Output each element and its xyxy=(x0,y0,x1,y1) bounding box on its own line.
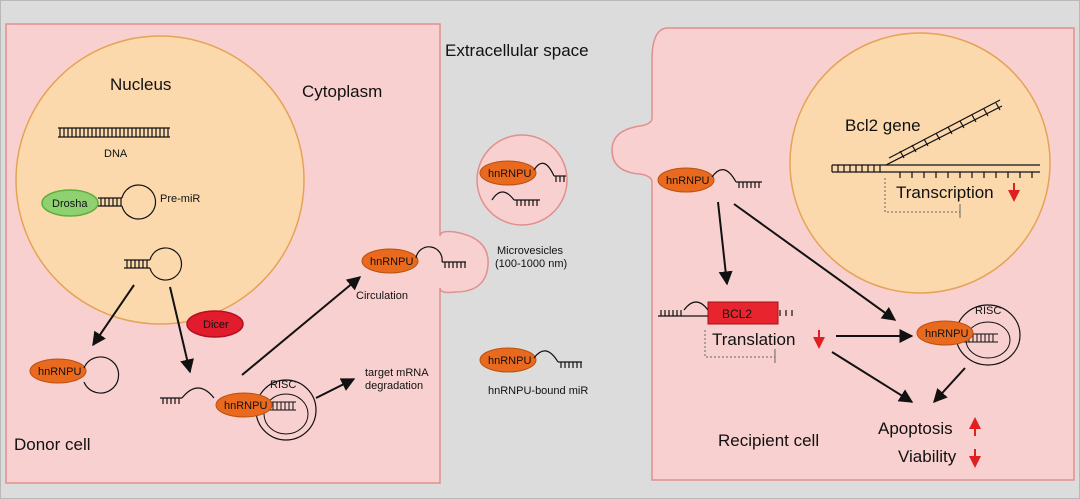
hnrnpu-label: hnRNPU xyxy=(370,256,413,268)
transcription-inhibition-line xyxy=(884,178,961,218)
dna-label: DNA xyxy=(104,148,128,160)
hnrnpu-protein-free xyxy=(479,347,537,373)
hnrnpu-label: hnRNPU xyxy=(488,168,531,180)
pre-mir-hairpin xyxy=(98,184,157,220)
recipient-cell-label: Recipient cell xyxy=(718,431,819,450)
apoptosis-label: Apoptosis xyxy=(878,419,953,438)
cytoplasm-label: Cytoplasm xyxy=(302,82,382,101)
mir-loop xyxy=(83,356,120,394)
hnrnpu-label: hnRNPU xyxy=(666,175,709,187)
dicer-label: Dicer xyxy=(203,319,229,331)
dicer-enzyme xyxy=(186,310,244,338)
microvesicles-label-2: (100-1000 nm) xyxy=(495,258,567,270)
recipient-nucleus xyxy=(789,32,1051,294)
microvesicles-label-1: Microvesicles xyxy=(497,245,564,257)
circulation-label: Circulation xyxy=(356,290,408,302)
transcription-label: Transcription xyxy=(896,183,994,202)
translation-inhibition-line xyxy=(704,330,776,363)
recipient-risc-label: RISC xyxy=(975,305,1001,317)
pre-mir-label: Pre-miR xyxy=(160,193,200,205)
hnrnpu-label: hnRNPU xyxy=(224,400,267,412)
bcl2-gene-dna xyxy=(831,99,1040,178)
hnrnpu-label: hnRNPU xyxy=(38,366,81,378)
viability-label: Viability xyxy=(898,447,957,466)
hnrnpu-protein-recipient xyxy=(657,167,715,193)
hnrnpu-protein-microvesicle xyxy=(479,160,537,186)
recipient-mir xyxy=(711,169,762,188)
microvesicle-mir xyxy=(491,162,566,206)
donor-cell-label: Donor cell xyxy=(14,435,91,454)
risc-complex-inner xyxy=(263,393,309,435)
dna-strand xyxy=(58,127,170,138)
hnrnpu-protein-circulation xyxy=(361,248,419,274)
nucleus-label: Nucleus xyxy=(110,75,171,94)
target-degradation-label-1: target mRNA xyxy=(365,367,429,379)
hnrnpu-protein xyxy=(29,358,87,384)
mature-mir-duplex xyxy=(160,387,215,404)
drosha-enzyme xyxy=(41,189,99,217)
target-degradation-label-2: degradation xyxy=(365,380,423,392)
hnrnpu-bound-mir-label: hnRNPU-bound miR xyxy=(488,385,588,397)
drosha-label: Drosha xyxy=(52,198,88,210)
donor-nucleus xyxy=(15,35,305,325)
translation-label: Translation xyxy=(712,330,795,349)
hnrnpu-label: hnRNPU xyxy=(925,328,968,340)
hnrnpu-label: hnRNPU xyxy=(488,355,531,367)
bcl2-box xyxy=(707,301,779,325)
circulation-mir xyxy=(415,246,466,268)
free-bound-mir xyxy=(533,350,582,368)
bcl2-label: BCL2 xyxy=(722,307,752,321)
pre-mir-hairpin-nuclear xyxy=(124,247,183,281)
risc-label: RISC xyxy=(270,379,296,391)
bcl2-gene-label: Bcl2 gene xyxy=(845,116,921,135)
pathway-arrows xyxy=(92,201,966,404)
extracellular-space-label: Extracellular space xyxy=(445,41,589,60)
hnrnpu-protein-risc xyxy=(215,392,273,418)
hnrnpu-protein-recipient-risc xyxy=(916,320,974,346)
